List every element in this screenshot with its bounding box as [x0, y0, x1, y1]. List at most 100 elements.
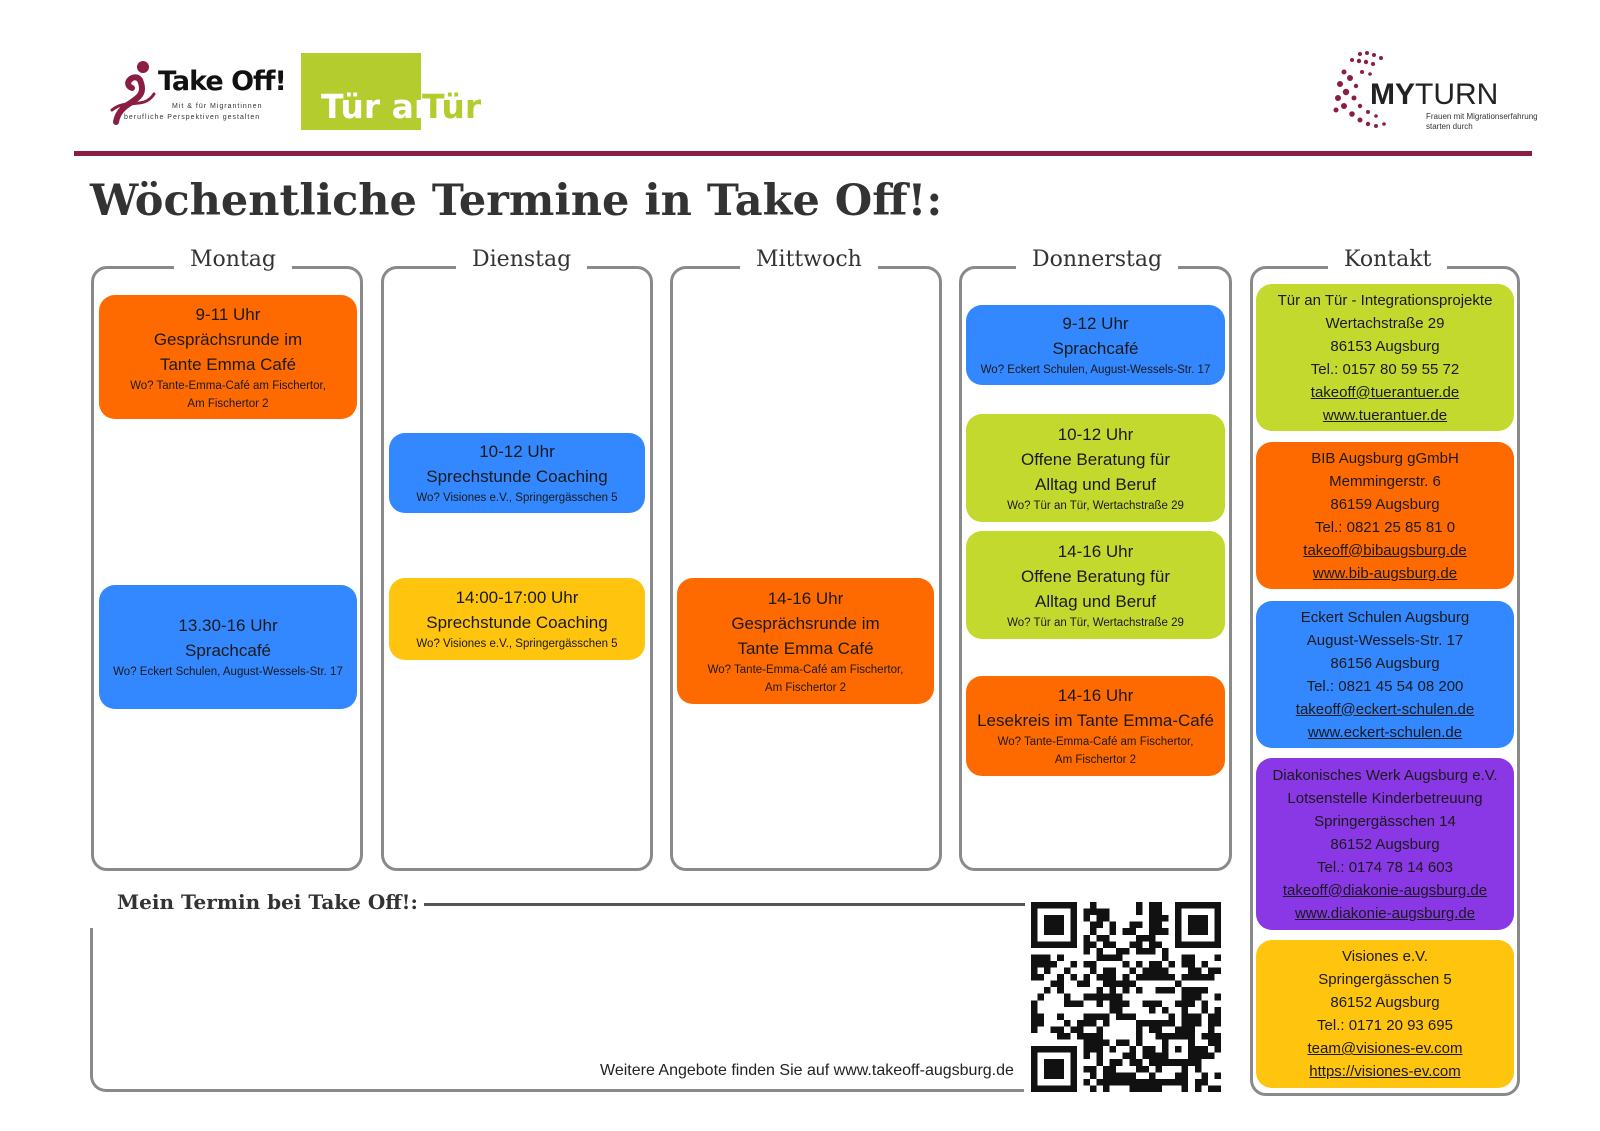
- contact-phone: Tel.: 0171 20 93 695: [1317, 1017, 1453, 1034]
- event-location: Wo? Eckert Schulen, August-Wessels-Str. …: [113, 666, 343, 678]
- event-location: Wo? Tante-Emma-Café am Fischertor,: [130, 379, 326, 392]
- event-time: 14:00-17:00 Uhr: [455, 588, 579, 607]
- event-card: 10-12 Uhr Sprechstunde Coaching Wo? Visi…: [389, 433, 645, 513]
- contact-web-link[interactable]: www.eckert-schulen.de: [1307, 723, 1463, 741]
- appointment-line: [424, 903, 1025, 906]
- event-time: 14-16 Uhr: [1057, 541, 1134, 561]
- column-header-dienstag: Dienstag: [456, 247, 588, 272]
- event-location: Am Fischertor 2: [187, 397, 269, 410]
- event-card: 14:00-17:00 Uhr Sprechstunde Coaching Wo…: [389, 578, 645, 660]
- appointment-label: Mein Termin bei Take Off!:: [117, 890, 418, 914]
- further-offers-text: Weitere Angebote finden Sie auf www.take…: [600, 1062, 1014, 1079]
- event-title: Tante Emma Café: [159, 354, 297, 374]
- contact-email-link[interactable]: team@visiones-ev.com: [1307, 1040, 1463, 1057]
- contact-city: 86156 Augsburg: [1330, 654, 1440, 672]
- column-mittwoch: [670, 266, 942, 871]
- contact-web-link[interactable]: www.bib-augsburg.de: [1312, 564, 1458, 582]
- contact-city: 86152 Augsburg: [1330, 994, 1440, 1011]
- event-title: Lesekreis im Tante Emma-Café: [977, 711, 1214, 730]
- event-time: 14-16 Uhr: [767, 588, 844, 608]
- takeoff-logo: Take Off! Mit & für Migrantinnen berufli…: [110, 58, 287, 128]
- event-title: Tante Emma Café: [737, 638, 874, 658]
- event-time: 13.30-16 Uhr: [178, 616, 278, 635]
- event-card: 9-12 Uhr Sprachcafé Wo? Eckert Schulen, …: [966, 305, 1225, 385]
- contact-card: Visiones e.V. Springergässchen 5 86152 A…: [1256, 940, 1514, 1088]
- header-divider: [74, 151, 1532, 156]
- event-location: Wo? Tür an Tür, Wertachstraße 29: [1007, 616, 1184, 629]
- column-dienstag: [381, 266, 653, 871]
- column-header-kontakt: Kontakt: [1328, 247, 1448, 272]
- contact-street: Memmingerstr. 6: [1329, 472, 1441, 490]
- event-title: Alltag und Beruf: [1035, 591, 1156, 611]
- contact-phone: Tel.: 0821 45 54 08 200: [1306, 677, 1464, 695]
- contact-web-link[interactable]: www.diakonie-augsburg.de: [1294, 904, 1476, 922]
- contact-email-link[interactable]: takeoff@eckert-schulen.de: [1295, 700, 1475, 718]
- contact-email-link[interactable]: takeoff@bibaugsburg.de: [1303, 541, 1467, 559]
- contact-card: Eckert Schulen Augsburg August-Wessels-S…: [1256, 601, 1514, 748]
- event-title: Gesprächsrunde im: [153, 329, 303, 349]
- contact-card: Tür an Tür - Integrationsprojekte Wertac…: [1256, 284, 1514, 431]
- event-title: Offene Beratung für: [1020, 449, 1170, 469]
- event-location: Am Fischertor 2: [1054, 754, 1137, 766]
- contact-street: Springergässchen 5: [1318, 971, 1452, 988]
- tuer-an-tuer-logo: Tür an: [301, 53, 437, 130]
- contact-web-link[interactable]: https://visiones-ev.com: [1309, 1063, 1461, 1080]
- contact-street: Wertachstraße 29: [1325, 314, 1445, 332]
- event-time: 14-16 Uhr: [1057, 686, 1134, 705]
- event-location: Wo? Tante-Emma-Café am Fischertor,: [707, 663, 904, 676]
- tuer-logo-text-left: Tür an: [321, 87, 438, 126]
- event-time: 9-11 Uhr: [195, 304, 261, 324]
- page-title: Wöchentliche Termine in Take Off!:: [90, 176, 943, 226]
- event-title: Gesprächsrunde im: [731, 613, 880, 633]
- event-card: 14-16 Uhr Lesekreis im Tante Emma-Café W…: [966, 676, 1225, 776]
- contact-street: Springergässchen 14: [1314, 812, 1456, 830]
- event-location: Wo? Visiones e.V., Springergässchen 5: [416, 638, 618, 650]
- event-title: Sprachcafé: [1052, 339, 1139, 358]
- event-title: Sprechstunde Coaching: [426, 467, 608, 486]
- dot-swirl-icon: [1333, 51, 1386, 128]
- contact-name: BIB Augsburg gGmbH: [1311, 449, 1459, 467]
- event-location: Wo? Tante-Emma-Café am Fischertor,: [997, 736, 1194, 748]
- contact-city: 86153 Augsburg: [1330, 337, 1440, 355]
- contact-web-link[interactable]: www.tuerantuer.de: [1322, 406, 1448, 424]
- appointment-box: [90, 928, 1024, 1092]
- contact-phone: Tel.: 0157 80 59 55 72: [1310, 360, 1460, 378]
- event-location: Wo? Eckert Schulen, August-Wessels-Str. …: [980, 364, 1211, 376]
- tuer-logo-text-right: Tür: [422, 87, 482, 126]
- contact-email-link[interactable]: takeoff@tuerantuer.de: [1310, 383, 1460, 401]
- runner-icon: [110, 61, 156, 125]
- event-title: Sprechstunde Coaching: [426, 613, 608, 632]
- contact-card: Diakonisches Werk Augsburg e.V. Lotsenst…: [1256, 758, 1514, 930]
- event-time: 10-12 Uhr: [1057, 424, 1134, 444]
- contact-name: Eckert Schulen Augsburg: [1300, 608, 1470, 626]
- event-title: Sprachcafé: [185, 641, 271, 660]
- takeoff-tagline-2: berufliche Perspektiven gestalten: [124, 114, 261, 121]
- contact-email-link[interactable]: takeoff@diakonie-augsburg.de: [1282, 881, 1488, 899]
- takeoff-tagline-1: Mit & für Migrantinnen: [172, 103, 263, 110]
- event-card: 10-12 Uhr Offene Beratung für Alltag und…: [966, 414, 1225, 522]
- contact-street: August-Wessels-Str. 17: [1306, 631, 1464, 649]
- event-location: Wo? Visiones e.V., Springergässchen 5: [416, 492, 618, 504]
- contact-name: Tür an Tür - Integrationsprojekte: [1277, 291, 1493, 309]
- column-header-montag: Montag: [174, 247, 292, 272]
- event-title: Alltag und Beruf: [1035, 474, 1156, 494]
- contact-name: Diakonisches Werk Augsburg e.V.: [1272, 766, 1498, 784]
- contact-city: 86159 Augsburg: [1330, 495, 1440, 513]
- event-time: 9-12 Uhr: [1062, 314, 1129, 333]
- event-card: 14-16 Uhr Gesprächsrunde im Tante Emma C…: [677, 578, 934, 704]
- event-card: 13.30-16 Uhr Sprachcafé Wo? Eckert Schul…: [99, 585, 357, 709]
- contact-subtitle: Lotsenstelle Kinderbetreuung: [1287, 789, 1483, 807]
- event-title: Offene Beratung für: [1020, 566, 1170, 586]
- contact-name: Visiones e.V.: [1342, 948, 1428, 965]
- contact-city: 86152 Augsburg: [1330, 835, 1440, 853]
- event-time: 10-12 Uhr: [479, 442, 555, 461]
- column-header-mittwoch: Mittwoch: [740, 247, 878, 272]
- qr-code-icon[interactable]: [1031, 902, 1221, 1092]
- event-card: 9-11 Uhr Gesprächsrunde im Tante Emma Ca…: [99, 295, 357, 419]
- event-location: Wo? Tür an Tür, Wertachstraße 29: [1007, 499, 1184, 512]
- contact-phone: Tel.: 0821 25 85 81 0: [1314, 518, 1456, 536]
- contact-phone: Tel.: 0174 78 14 603: [1317, 858, 1453, 876]
- contact-card: BIB Augsburg gGmbH Memmingerstr. 6 86159…: [1256, 442, 1514, 589]
